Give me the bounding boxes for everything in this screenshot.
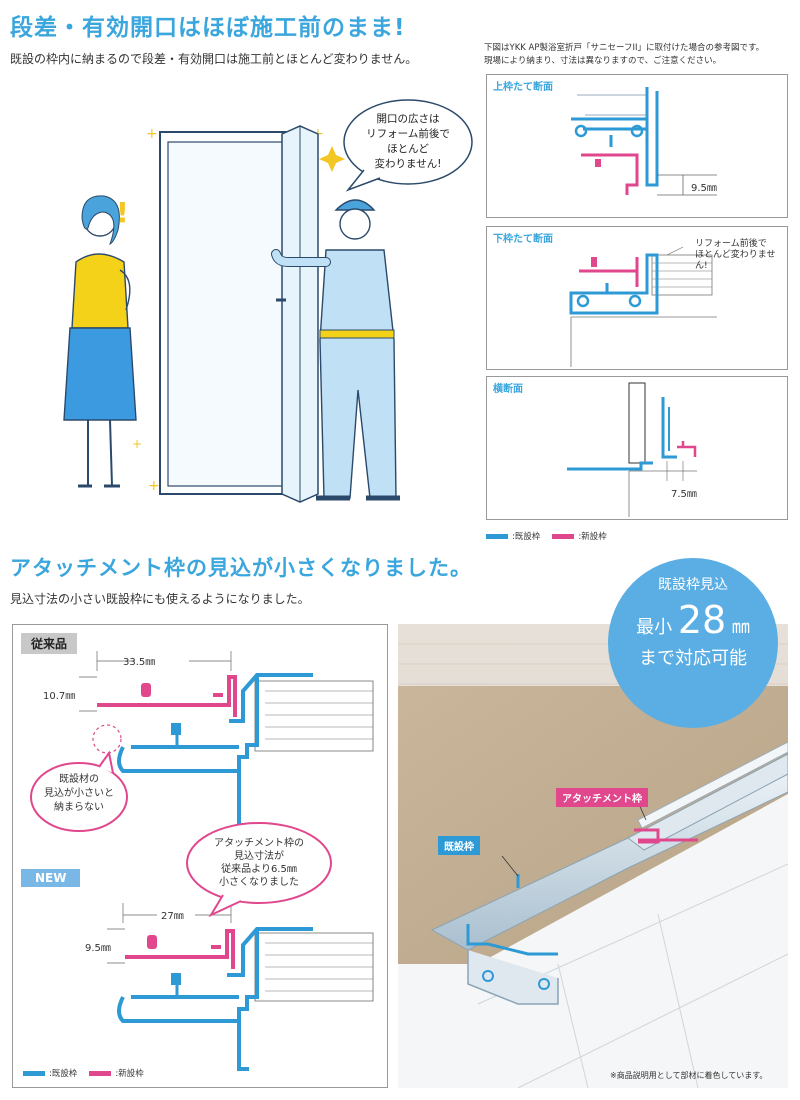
legend-existing-swatch: [23, 1070, 45, 1076]
dim-label: 9.5㎜: [691, 183, 717, 194]
svg-text:!: !: [116, 196, 129, 229]
svg-text:+: +: [132, 437, 142, 451]
min-depth-badge: 既設枠見込 最小 28 ㎜ まで対応可能: [608, 558, 778, 728]
illustration-scene: + + + + + !: [20, 90, 460, 520]
new-bubble-text: アタッチメント枠の 見込寸法が 従来品より6.5㎜ 小さくなりました: [189, 837, 329, 889]
panel-horizontal-section: 横断面 7.5㎜: [486, 376, 788, 520]
panel-title: 下枠たて断面: [493, 234, 553, 245]
svg-text:+: +: [146, 126, 158, 142]
old-height-dim: 10.7㎜: [43, 691, 76, 702]
badge-line1: 既設枠見込: [658, 577, 728, 593]
callout-line: ほとんど変わりません!: [695, 250, 776, 271]
panel-bottom-section: 下枠たて断面 リフォーム前後で ほとんど変わりません!: [486, 226, 788, 370]
bubble-line: 見込が小さいと: [44, 788, 114, 799]
speech-bubble: 開口の広さは リフォーム前後で ほとんど 変わりません!: [338, 98, 474, 194]
legend-existing-swatch: [486, 533, 508, 539]
dim-label: 7.5㎜: [671, 489, 697, 500]
badge-line3: まで対応可能: [639, 648, 747, 669]
legend-new-swatch: [89, 1070, 112, 1076]
legend-existing-label: :既設枠: [49, 1069, 78, 1079]
bubble-line: 従来品より6.5㎜: [221, 864, 297, 875]
legend-top: :既設枠 :新設枠: [486, 530, 607, 542]
section1-title: 段差・有効開口はほぼ施工前のまま!: [10, 15, 406, 41]
speech-line: 開口の広さは: [376, 113, 440, 125]
speech-line: 変わりません!: [374, 158, 442, 170]
woman-figure: !: [63, 195, 137, 488]
callout-line: リフォーム前後で: [695, 239, 767, 249]
badge-unit: ㎜: [731, 617, 750, 638]
bubble-line: アタッチメント枠の: [214, 838, 304, 849]
speech-line: ほとんど: [387, 143, 429, 155]
legend-bottom: :既設枠 :新設枠: [23, 1067, 144, 1079]
legend-new-swatch: [552, 533, 575, 539]
bubble-line: 小さくなりました: [219, 877, 299, 888]
section2-title: アタッチメント枠の見込が小さくなりました。: [10, 556, 472, 580]
old-width-dim: 33.5㎜: [123, 657, 156, 668]
speech-line: リフォーム前後で: [366, 128, 450, 140]
existing-frame-tag: 既設枠: [438, 836, 480, 855]
svg-text:+: +: [148, 478, 160, 494]
legend-new-label: :新設枠: [115, 1069, 144, 1079]
new-height-dim: 9.5㎜: [85, 943, 111, 954]
worker-figure: [271, 199, 400, 501]
old-bubble-text: 既設材の 見込が小さいと 納まらない: [31, 773, 127, 815]
legend-existing-label: :既設枠: [512, 532, 541, 542]
badge-line2: 最小 28 ㎜: [608, 598, 778, 642]
reference-note: 下図はYKK AP製浴室折戸「サニセーフII」に取付けた場合の参考図です。 現場…: [484, 42, 764, 68]
badge-number: 28: [677, 598, 727, 642]
panel-title: 上枠たて断面: [493, 82, 553, 93]
bubble-line: 既設材の: [59, 774, 99, 785]
bubble-line: 納まらない: [54, 802, 104, 813]
section1-subtitle: 既設の枠内に納まるので段差・有効開口は施工前とほとんど変わりません。: [10, 52, 418, 66]
new-width-dim: 27㎜: [161, 911, 184, 922]
photo-caption: ※商品説明用として部材に着色しています。: [610, 1071, 768, 1080]
panel-top-section: 上枠たて断面 9.5㎜: [486, 74, 788, 218]
badge-prefix: 最小: [636, 617, 673, 638]
section2-subtitle: 見込寸法の小さい既設枠にも使えるようになりました。: [10, 592, 310, 606]
legend-new-label: :新設枠: [578, 532, 607, 542]
panel-title: 横断面: [493, 384, 523, 395]
comparison-panel: 従来品: [12, 624, 388, 1088]
panel-callout: リフォーム前後で ほとんど変わりません!: [695, 239, 787, 272]
reference-note-line: 下図はYKK AP製浴室折戸「サニセーフII」に取付けた場合の参考図です。: [484, 43, 765, 53]
old-product-badge: 従来品: [21, 633, 78, 654]
new-product-badge: NEW: [21, 869, 81, 887]
reference-note-line: 現場により納まり、寸法は異なりますので、ご注意ください。: [484, 56, 722, 66]
bubble-line: 見込寸法が: [234, 851, 284, 862]
attachment-frame-tag: アタッチメント枠: [556, 788, 648, 807]
